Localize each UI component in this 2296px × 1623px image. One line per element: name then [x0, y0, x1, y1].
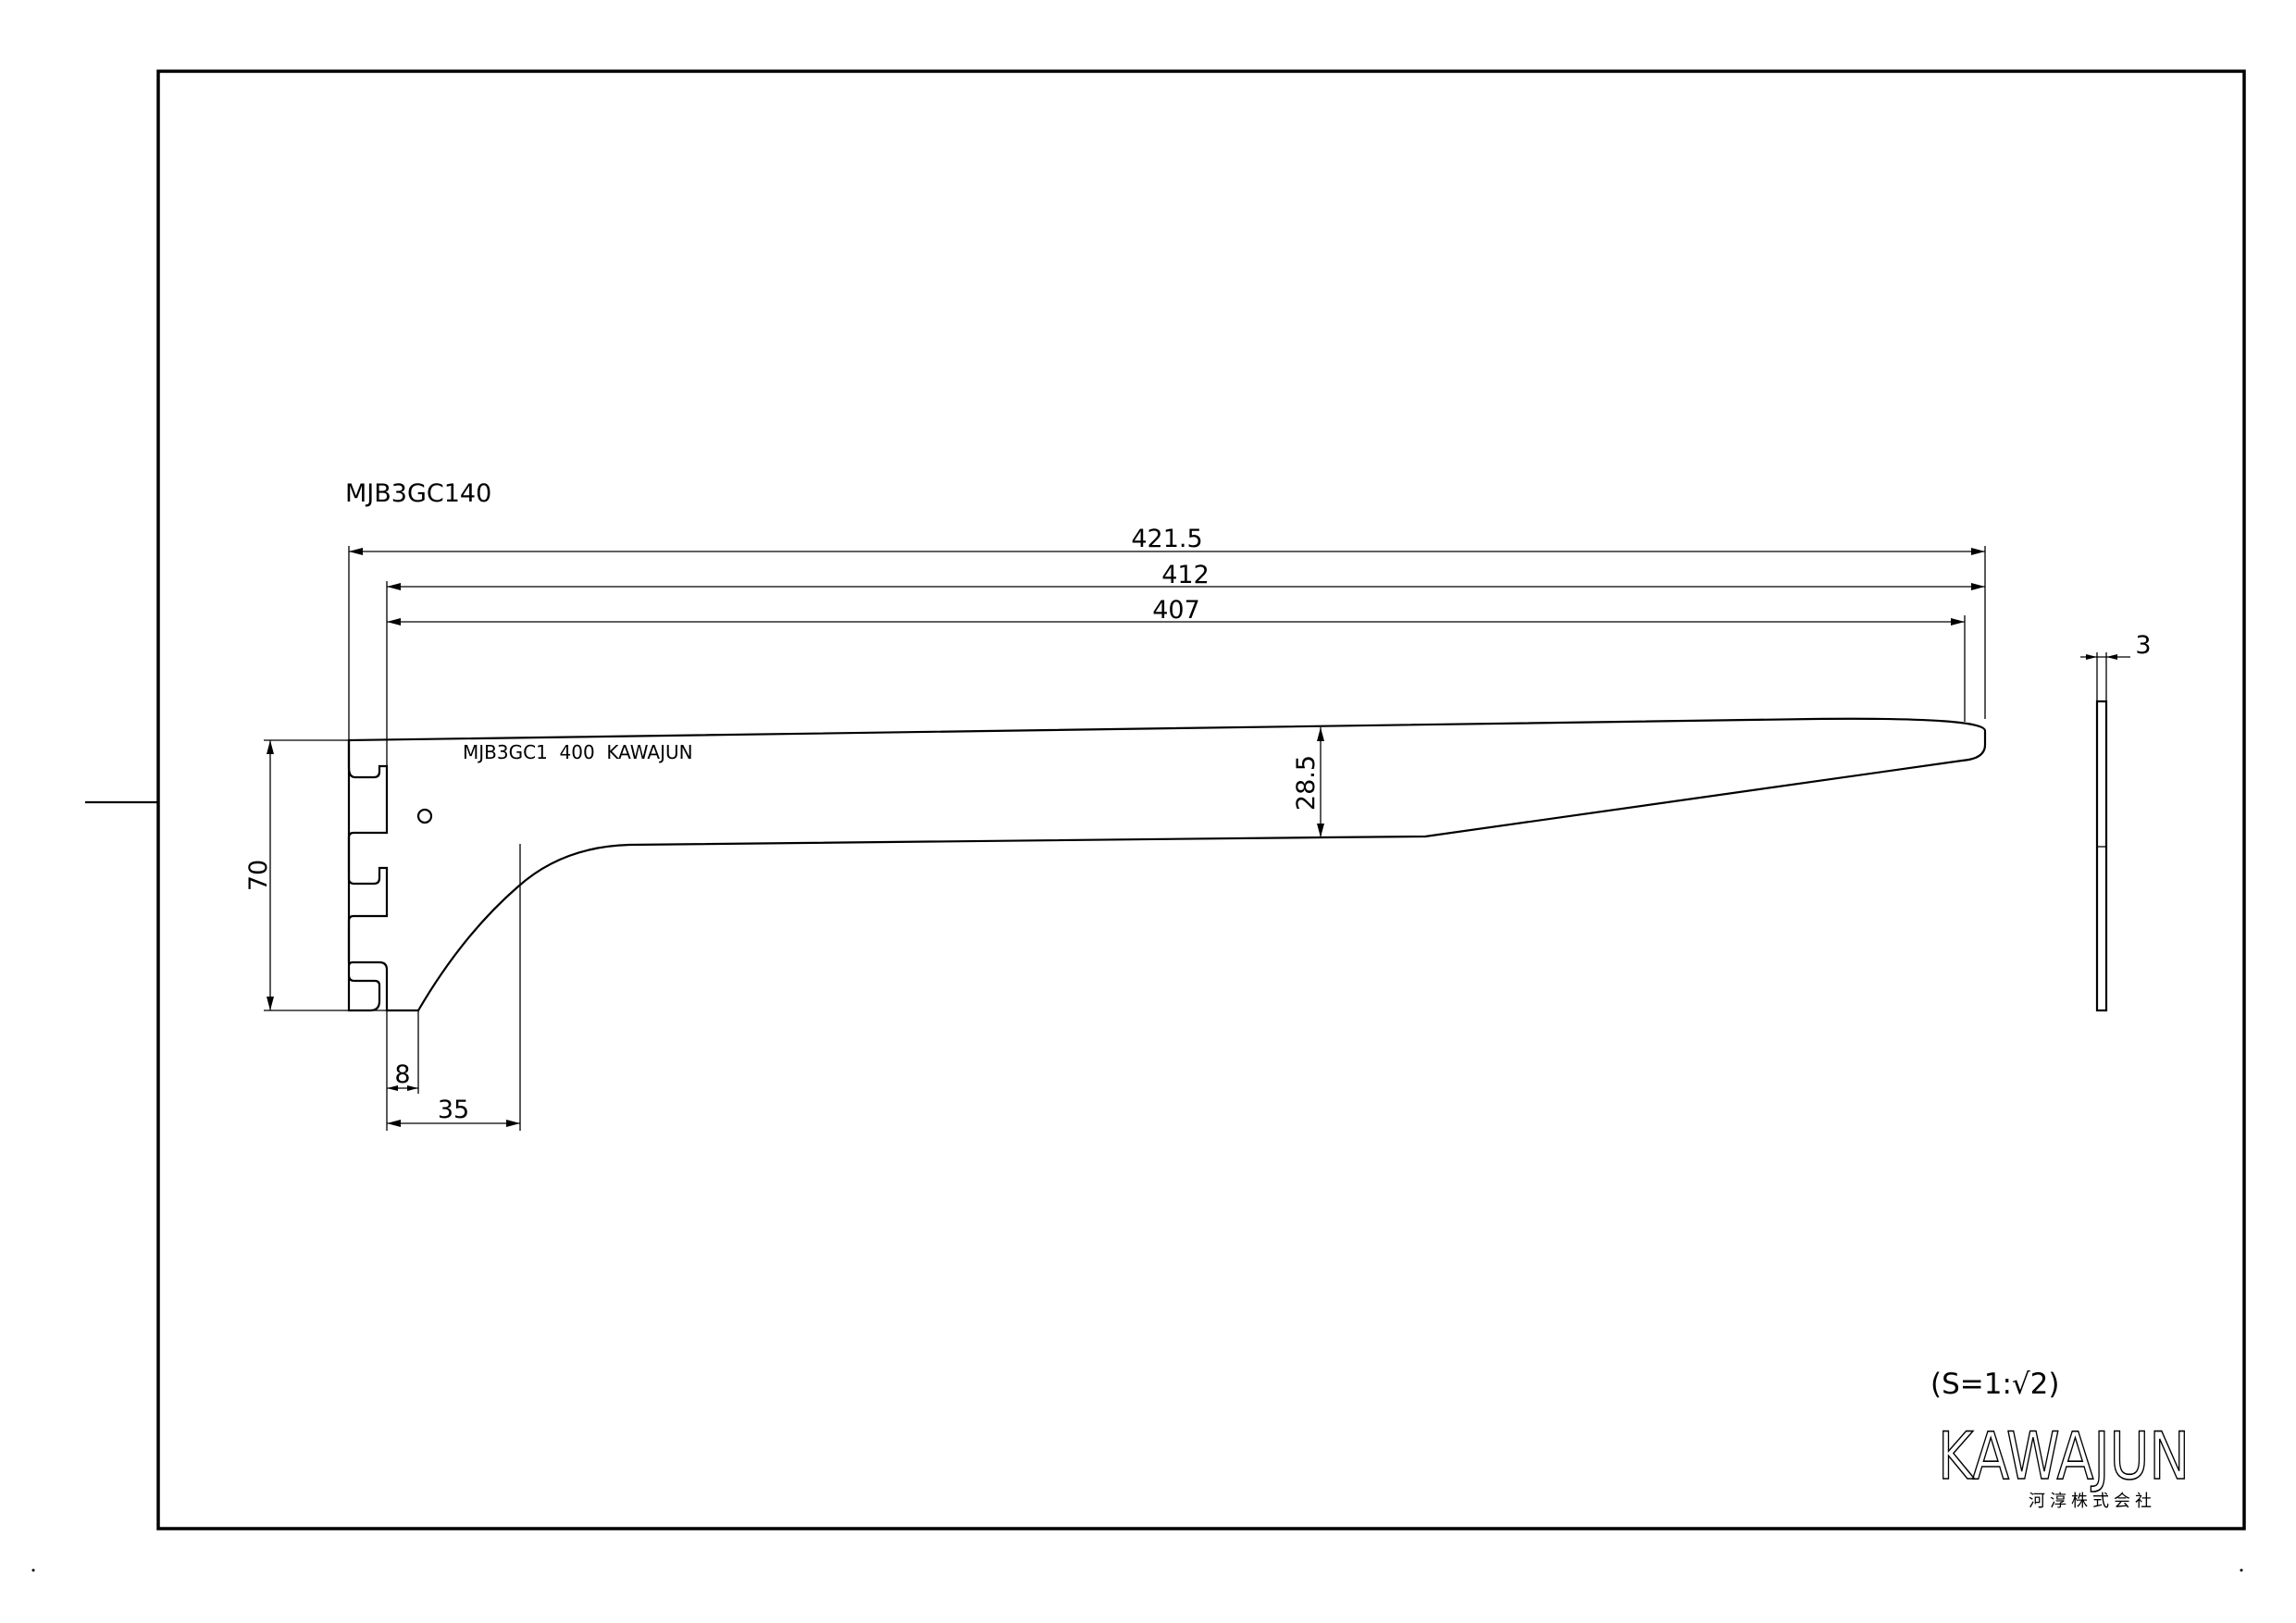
dim-arm-length: 412	[1161, 561, 1210, 589]
drawing-frame	[156, 69, 2246, 1530]
dim-inner-length: 407	[1152, 596, 1200, 625]
bracket-slots	[347, 740, 389, 962]
dim-curve-offset: 35	[438, 1096, 469, 1124]
engraving-text: MJB3GC1 400 KAWAJUN	[463, 741, 693, 763]
scale-label: (S=1:√2)	[1930, 1368, 2060, 1401]
dim-arm-height: 28.5	[1292, 755, 1321, 811]
dimension-arm-length: 412	[386, 561, 1985, 766]
dimension-base-offset: 8	[386, 1010, 419, 1131]
dimension-bracket-height: 70	[244, 739, 387, 1011]
corner-dot-left	[31, 1568, 35, 1572]
bracket-outline	[347, 717, 1987, 1012]
dim-base-offset: 8	[394, 1060, 410, 1089]
dimension-arm-height: 28.5	[1292, 727, 1324, 837]
dimension-curve-offset: 35	[387, 844, 521, 1131]
side-view: 3	[2080, 631, 2152, 1012]
dim-total-length: 421.5	[1131, 525, 1202, 553]
brand-logo: KAWAJUN	[1938, 1419, 2190, 1494]
dimension-inner-length: 407	[387, 596, 1966, 722]
company-name: 河淳株式会社	[2029, 1492, 2156, 1511]
part-code-label: MJB3GC140	[345, 479, 491, 508]
dim-bracket-height: 70	[244, 860, 273, 891]
dim-thickness: 3	[2135, 631, 2151, 660]
dimension-total-length: 421.5	[348, 525, 1986, 740]
mounting-hole	[416, 808, 433, 824]
corner-dot-right	[2240, 1568, 2243, 1572]
